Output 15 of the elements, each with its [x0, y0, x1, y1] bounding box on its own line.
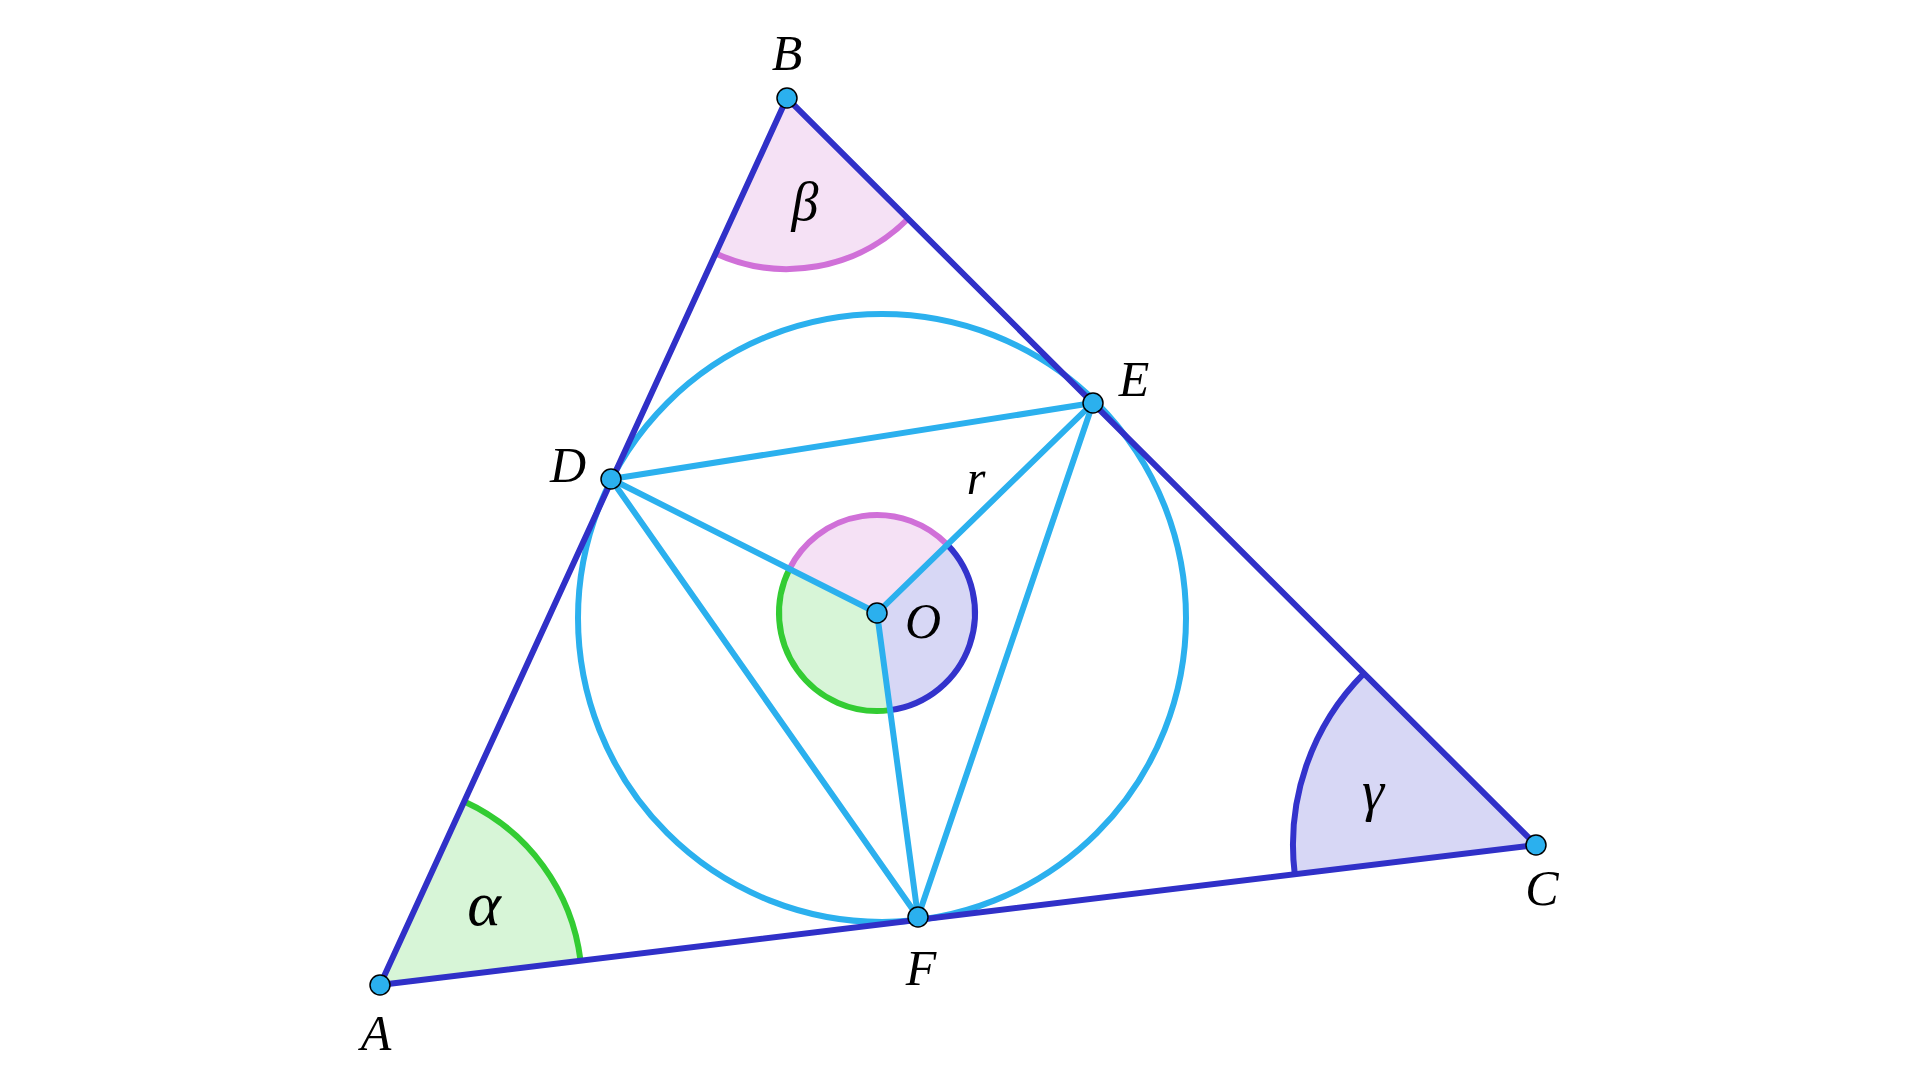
labeled-point: E [1082, 351, 1150, 414]
angle-label: γ [1361, 760, 1385, 822]
line-segment [613, 484, 916, 912]
labeled-point: C [1525, 834, 1559, 916]
labeled-point: F [905, 906, 937, 996]
angle-label: β [791, 172, 819, 232]
labeled-point: D [549, 437, 622, 493]
line-segment [791, 102, 1532, 841]
labeled-point: B [771, 25, 803, 109]
labeled-point: O [866, 593, 942, 649]
line-segment [381, 104, 786, 979]
radius-label: r [966, 451, 986, 504]
angle-label: α [467, 868, 501, 939]
line-segment [881, 406, 1089, 610]
labeled-point: A [360, 974, 392, 1061]
